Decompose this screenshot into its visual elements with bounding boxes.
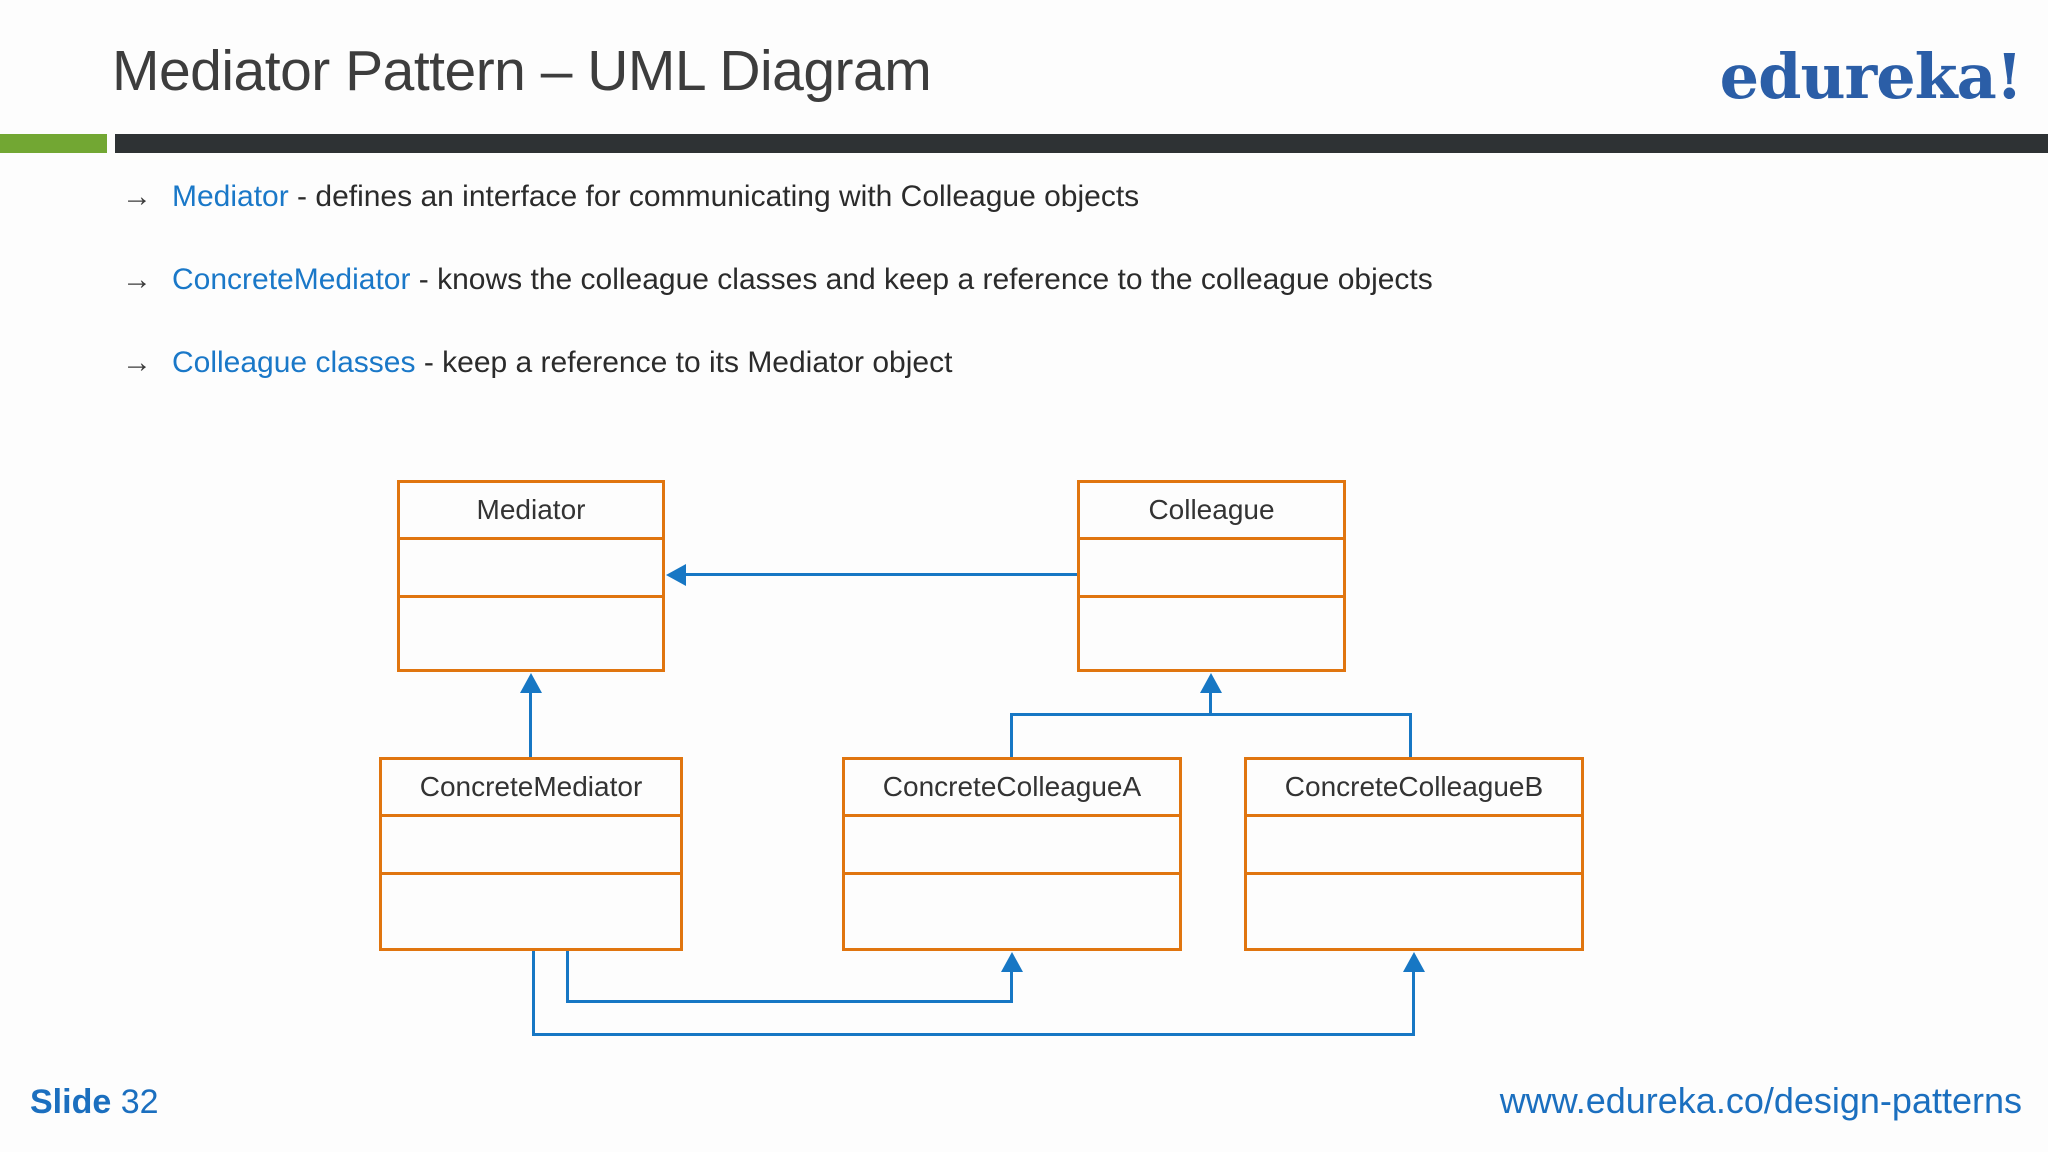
uml-methods-compartment (382, 875, 680, 948)
edureka-logo: edureka! (1719, 40, 2023, 113)
uml-methods-compartment (400, 598, 662, 669)
slide-number: Slide 32 (30, 1083, 159, 1122)
bullet-item-colleague-classes: → Colleague classes - keep a reference to… (122, 346, 952, 380)
connector-colleague-to-mediator (684, 573, 1077, 576)
uml-class-name: ConcreteColleagueA (845, 760, 1179, 817)
bullet-text: - defines an interface for communicating… (288, 180, 1140, 213)
uml-class-name: ConcreteColleagueB (1247, 760, 1581, 817)
uml-class-colleague: Colleague (1077, 480, 1346, 672)
connector-ccb-riser (1412, 970, 1415, 1036)
bullet-arrow-icon: → (122, 180, 152, 213)
uml-attributes-compartment (382, 817, 680, 875)
uml-methods-compartment (845, 875, 1179, 948)
footer-url-link[interactable]: www.edureka.co/design-patterns (1499, 1080, 2022, 1121)
bullet-term: Mediator (172, 180, 289, 213)
page-title: Mediator Pattern – UML Diagram (112, 39, 932, 103)
uml-class-mediator: Mediator (397, 480, 665, 672)
uml-class-name: Mediator (400, 483, 662, 540)
bullet-text: - keep a reference to its Mediator objec… (415, 346, 953, 379)
uml-class-concretecolleagueb: ConcreteColleagueB (1244, 757, 1584, 951)
arrowhead-into-colleague-icon (1200, 673, 1222, 693)
title-underline-bar (115, 134, 2048, 153)
arrowhead-into-concretecolleaguea-icon (1001, 952, 1023, 972)
connector-tee-to-concretecolleaguea (1010, 713, 1013, 757)
connector-colleague-tee-horizontal (1010, 713, 1412, 716)
uml-class-name: ConcreteMediator (382, 760, 680, 817)
arrowhead-into-mediator-icon (666, 564, 686, 586)
bullet-item-concretemediator: → ConcreteMediator - knows the colleague … (122, 263, 1433, 297)
bullet-item-mediator: → Mediator - defines an interface for com… (122, 180, 1139, 214)
connector-cm-to-cca-horizontal (566, 1000, 1012, 1003)
uml-attributes-compartment (845, 817, 1179, 875)
arrowhead-into-mediator-bottom-icon (520, 673, 542, 693)
connector-cca-riser (1010, 970, 1013, 1003)
slide-number-value: 32 (120, 1083, 159, 1121)
connector-tee-to-concretecolleagueb (1409, 713, 1412, 757)
uml-class-name: Colleague (1080, 483, 1343, 540)
slide-number-label: Slide (30, 1083, 112, 1121)
connector-concretemediator-to-mediator (529, 691, 532, 757)
uml-methods-compartment (1080, 598, 1343, 669)
bullet-arrow-icon: → (122, 346, 152, 379)
bullet-term: Colleague classes (172, 346, 416, 379)
title-underline-green-accent (0, 134, 107, 153)
connector-cm-drop-inner (566, 951, 569, 1003)
bullet-arrow-icon: → (122, 263, 152, 296)
uml-attributes-compartment (400, 540, 662, 598)
bullet-text: - knows the colleague classes and keep a… (410, 263, 1433, 296)
connector-colleague-stub (1209, 691, 1212, 716)
uml-class-concretemediator: ConcreteMediator (379, 757, 683, 951)
bullet-term: ConcreteMediator (172, 263, 411, 296)
connector-cm-to-ccb-horizontal (532, 1033, 1414, 1036)
uml-class-concretecolleaguea: ConcreteColleagueA (842, 757, 1182, 951)
uml-attributes-compartment (1247, 817, 1581, 875)
uml-methods-compartment (1247, 875, 1581, 948)
arrowhead-into-concretecolleagueb-icon (1403, 952, 1425, 972)
uml-attributes-compartment (1080, 540, 1343, 598)
connector-cm-drop-outer (532, 951, 535, 1036)
